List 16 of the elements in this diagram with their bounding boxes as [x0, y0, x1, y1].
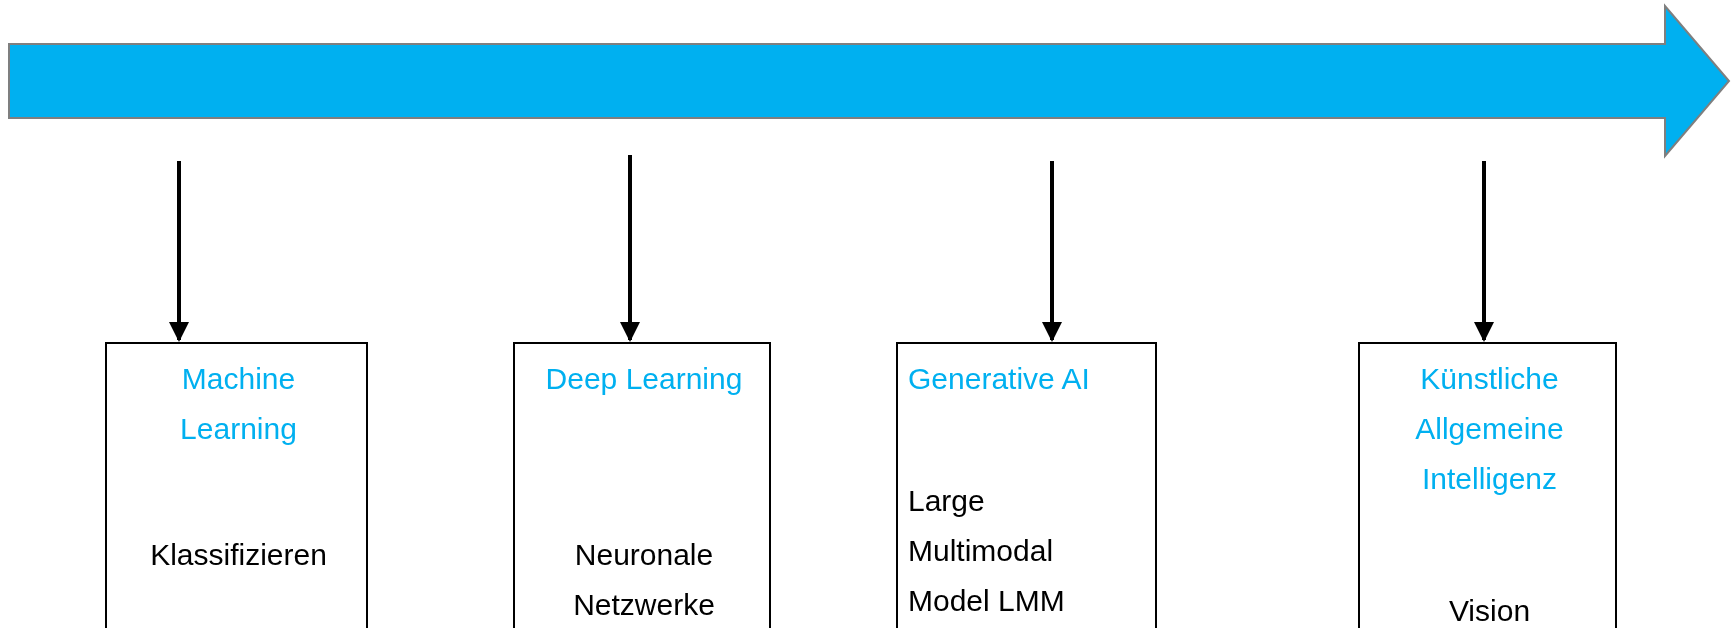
text-box	[513, 342, 771, 628]
box-heading: Deep Learning	[544, 361, 744, 397]
box-heading: Generative AI	[908, 361, 1091, 397]
arrow	[620, 155, 640, 342]
box-text: Klassifizieren	[149, 537, 328, 573]
arrow	[169, 161, 189, 342]
box-heading: Machine Learning	[179, 361, 298, 447]
arrow	[1474, 161, 1494, 342]
arrow	[1042, 161, 1062, 342]
text-box	[1358, 342, 1617, 628]
text-box	[896, 342, 1157, 628]
box-heading: Künstliche Allgemeine Intelligenz	[1414, 361, 1565, 497]
text-box	[105, 342, 368, 628]
box-text: Neuronale Netzwerke	[572, 537, 716, 623]
box-text: Vision	[1447, 593, 1532, 628]
box-text: Large Multimodal Model LMM	[908, 483, 1066, 619]
